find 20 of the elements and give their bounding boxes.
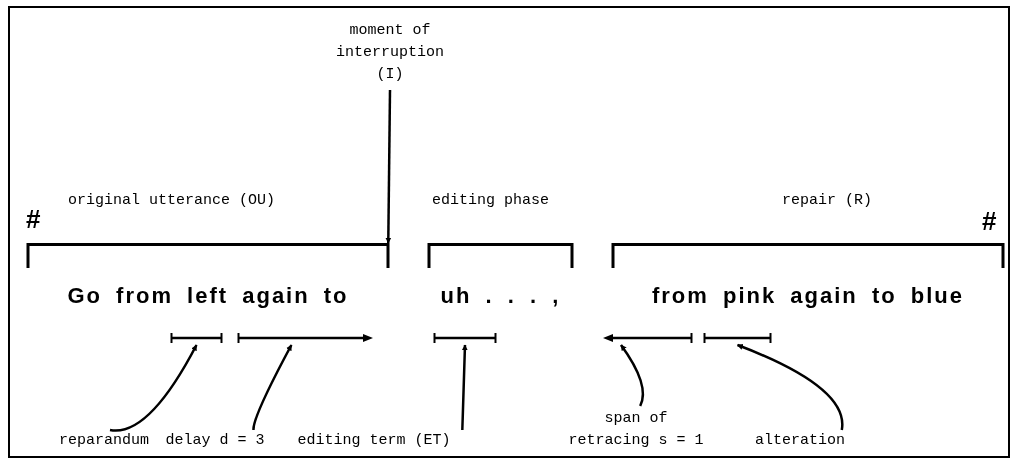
annotation-text: span of retracing s = 1 [567, 409, 705, 451]
arrow [736, 343, 844, 431]
annotation-text: alteration [755, 431, 845, 451]
annotation-text: reparandum [59, 431, 149, 451]
boundary-symbol: # [26, 206, 41, 232]
utterance-text: uh . . . , [439, 282, 562, 310]
annotation-text: delay d = 3 [165, 431, 265, 451]
arrow [619, 344, 645, 407]
arrow [385, 90, 392, 244]
annotation-text: editing term (ET) [297, 431, 451, 451]
annotation-text: moment of interruption (I) [335, 21, 445, 85]
section-heading: original utterance (OU) [68, 191, 276, 211]
utterance-text: from pink again to blue [651, 282, 965, 310]
arrow [461, 344, 468, 431]
arrow [109, 344, 198, 432]
section-heading: repair (R) [782, 191, 872, 211]
utterance-text: Go from left again to [66, 282, 350, 310]
section-heading: editing phase [432, 191, 550, 211]
boundary-symbol: # [982, 208, 997, 234]
arrow [252, 344, 293, 431]
